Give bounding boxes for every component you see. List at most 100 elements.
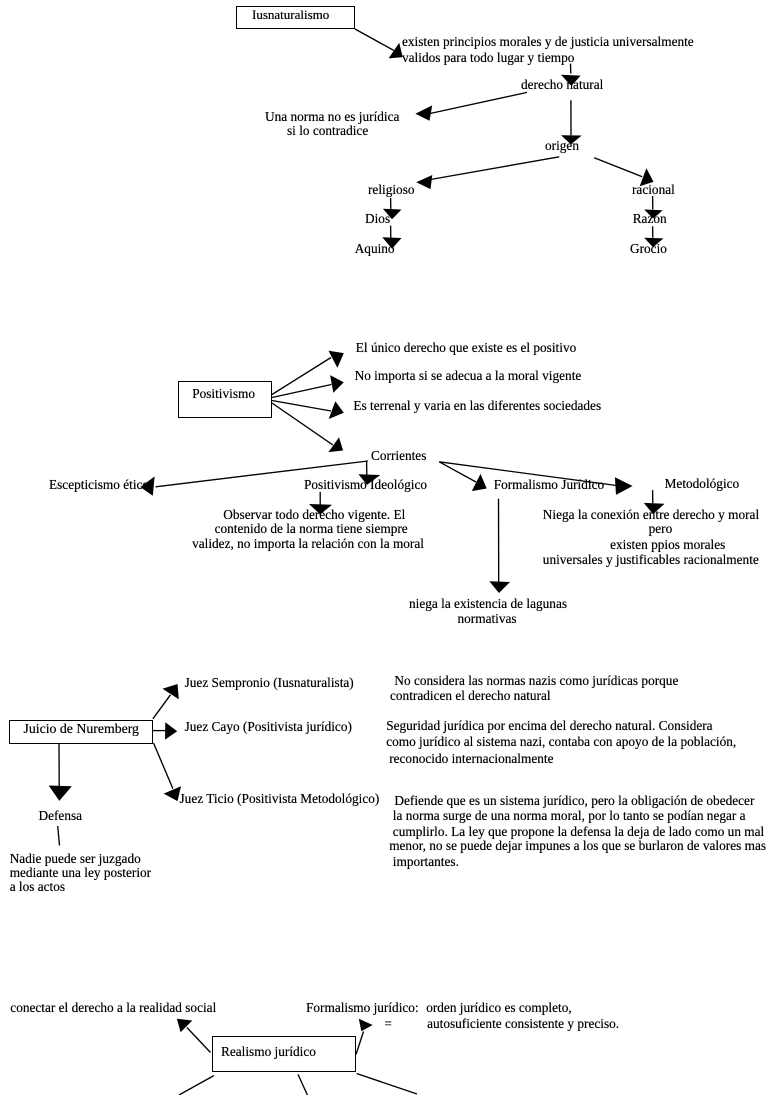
label-sempronio-desc-line2: contradicen el derecho natural (390, 687, 551, 703)
node-razon: Razón (632, 211, 667, 227)
arrow-positivismo-tenet1-head (328, 350, 344, 368)
label-tenet-1: El único derecho que existe es el positi… (355, 339, 577, 355)
node-iusnaturalismo-box: Iusnaturalismo (236, 6, 355, 29)
label-ticio-desc-line1: Defiende que es un sistema jurídico, per… (394, 792, 755, 808)
arrow-juicio-cayo-head (165, 722, 178, 740)
label-igual: = (384, 1016, 392, 1032)
arrow-juicio-ticio-head (163, 786, 181, 802)
connector-defensa-nota-line (57, 825, 61, 846)
arrow-realismo-conectar-head (176, 1018, 193, 1033)
label-lagunas-line2: normativas (457, 611, 517, 627)
label-formalismo-juridico: Formalismo jurídico: (306, 999, 419, 1015)
label-formalismo-def-line1: orden jurídico es completo, (426, 1000, 572, 1016)
node-juicio-de-nuremberg-box: Juicio de Nuremberg (9, 719, 153, 744)
label-niega-conexion-line2: pero (648, 521, 673, 537)
label-niega-conexion-line4: universales y justificables racionalment… (542, 551, 759, 567)
node-iusnaturalismo-label: Iusnaturalismo (252, 7, 330, 22)
connector-realismo-branch-middle (297, 1074, 309, 1095)
arrow-racional-razon-head (644, 209, 663, 219)
arrow-positivismo-tenet3-line (271, 399, 332, 412)
node-religioso: religioso (368, 182, 415, 197)
label-ticio-desc-line2: la norma surge de una norma moral, por l… (392, 808, 746, 824)
label-norma-line2: si lo contradice (287, 123, 369, 139)
arrow-iusnaturalismo-principios-head (388, 42, 403, 59)
node-positivismo-ideologico: Positivismo Ideológico (304, 476, 427, 492)
label-conectar: conectar el derecho a la realidad social (10, 999, 217, 1015)
label-defensa-nota-line3: a los actos (9, 879, 66, 895)
arrow-ideologico-observar-head (309, 504, 332, 515)
connector-realismo-branch-right (356, 1072, 418, 1095)
arrow-origen-racional-line (593, 157, 643, 178)
label-lagunas-line1: niega la existencia de lagunas (409, 595, 568, 611)
node-dios: Dios (365, 210, 391, 226)
label-cayo-desc-line2: como jurídico al sistema nazi, contaba c… (386, 734, 737, 750)
arrow-positivismo-tenet1-line (271, 356, 332, 396)
arrow-dios-aquino-head (382, 237, 402, 249)
node-origen: origen (545, 138, 579, 153)
arrow-derecho-natural-norma-head (415, 105, 433, 121)
arrow-corrientes-metodologico-head (614, 477, 633, 495)
arrow-metodologico-niega-head (643, 502, 665, 515)
node-derecho-natural: derecho natural (521, 77, 604, 92)
arrow-realismo-conectar-line (186, 1027, 211, 1053)
label-sempronio-desc-line1: No considera las normas nazis como juríd… (394, 672, 679, 688)
node-formalismo-juridico: Formalismo Jurídico (493, 476, 605, 492)
label-cayo-desc-line1: Seguridad jurídica por encima del derech… (386, 717, 713, 733)
arrow-juicio-sempronio-head (162, 684, 179, 700)
arrow-corrientes-escepticismo-head (140, 476, 155, 496)
label-observar-line2: contenido de la norma tiene siempre (214, 521, 408, 537)
node-racional: racional (632, 182, 675, 198)
node-positivismo-box: Positivismo (177, 381, 272, 418)
label-tenet-2: No importa si se adecua a la moral vigen… (354, 368, 582, 384)
label-cayo-desc-line3: reconocido internacionalmente (389, 750, 554, 766)
label-ticio-desc-line5: importantes. (392, 853, 459, 869)
label-ticio-desc-line4: menor, no se puede dejar impunes a los q… (389, 837, 767, 853)
arrow-corrientes-formalismo-line (438, 461, 477, 483)
arrow-formalismo-lagunas-head (489, 581, 510, 593)
label-observar-line3: validez, no importa la relación con la m… (192, 536, 424, 552)
arrow-origen-racional-head (639, 168, 654, 187)
arrow-juicio-defensa-head (48, 785, 72, 801)
arrow-corrientes-formalismo-head (471, 473, 487, 492)
label-defensa-nota-line2: mediante una ley posterior (9, 865, 152, 881)
node-realismo-juridico-label: Realismo jurídico (221, 1043, 316, 1059)
arrow-iusnaturalismo-principios-line (354, 28, 395, 51)
arrow-corrientes-metodologico-line (439, 461, 617, 487)
arrow-corrientes-ideologico-head (358, 474, 381, 485)
arrow-positivismo-corrientes-line (271, 402, 334, 446)
node-metodologico: Metodológico (664, 476, 740, 492)
label-defensa-nota-line1: Nadie puede ser juzgado (9, 851, 141, 867)
arrow-positivismo-tenet2-line (271, 383, 332, 399)
node-aquino: Aquino (354, 241, 395, 257)
node-escepticismo-etico: Escepticismo ético (49, 476, 150, 492)
node-juicio-de-nuremberg-label: Juicio de Nuremberg (23, 721, 139, 737)
node-corrientes: Corrientes (371, 447, 427, 463)
arrow-derecho-natural-origen-head (561, 135, 582, 145)
arrow-juicio-ticio-line (152, 742, 174, 789)
label-ticio-desc-line3: cumplirlo. La ley que propone la defensa… (392, 823, 765, 839)
label-observar-line1: Observar todo derecho vigente. El (223, 506, 406, 522)
label-principios-line1: existen principios morales y de justicia… (402, 33, 694, 49)
arrow-positivismo-tenet2-head (330, 375, 344, 393)
arrow-positivismo-corrientes-head (328, 437, 344, 453)
label-niega-conexion-line1: Niega la conexión entre derecho y moral (542, 506, 760, 522)
connector-realismo-branch-left (178, 1075, 215, 1095)
label-niega-conexion-line3: existen ppios morales (610, 536, 726, 552)
arrow-positivismo-tenet3-head (328, 401, 344, 419)
arrow-principios-derecho-natural-head (561, 74, 581, 86)
arrow-razon-grocio-head (644, 237, 664, 248)
label-formalismo-def-line2: autosuficiente consistente y preciso. (427, 1015, 620, 1031)
node-juez-ticio: Juez Ticio (Positivista Metodológico) (179, 790, 380, 806)
label-tenet-3: Es terrenal y varia en las diferentes so… (353, 397, 602, 413)
node-grocio: Grocio (630, 241, 667, 257)
arrow-realismo-formalismo-line (355, 1031, 365, 1055)
label-principios-line2: validos para todo lugar y tiempo (402, 50, 575, 65)
arrow-corrientes-escepticismo-line (155, 460, 369, 488)
arrow-origen-religioso-head (416, 175, 433, 190)
arrow-religioso-dios-head (382, 208, 402, 220)
arrow-origen-religioso-line (430, 156, 560, 181)
node-juez-sempronio: Juez Sempronio (Iusnaturalista) (184, 675, 354, 691)
arrow-realismo-formalismo-head (358, 1018, 373, 1032)
